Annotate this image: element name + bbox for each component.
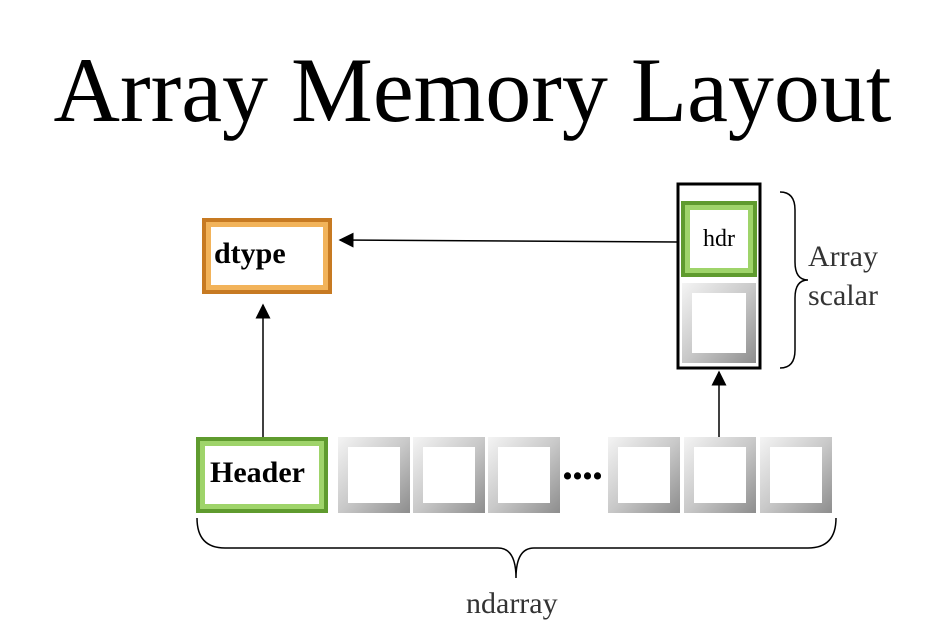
dtype-box xyxy=(202,218,332,294)
ndarray-brace xyxy=(196,517,837,579)
page-title: Array Memory Layout xyxy=(53,39,892,141)
dtype-label: dtype xyxy=(214,237,286,270)
array-scalar-container xyxy=(676,182,762,370)
hdr-box xyxy=(681,201,757,277)
ndarray-label: ndarray xyxy=(466,587,558,620)
hdr-to-dtype-arrow xyxy=(338,232,679,248)
array-cell xyxy=(488,437,560,513)
array-cell xyxy=(413,437,485,513)
array-scalar-label-line1: Array xyxy=(808,240,878,273)
hdr-label: hdr xyxy=(703,226,735,252)
array-scalar-label-line2: scalar xyxy=(808,279,878,312)
scalar-data-cell xyxy=(682,283,756,363)
array-cell xyxy=(608,437,680,513)
array-cell xyxy=(684,437,756,513)
array-cell xyxy=(338,437,410,513)
array-cell xyxy=(760,437,832,513)
header-box xyxy=(196,437,328,513)
array-scalar-brace xyxy=(779,191,809,369)
header-label: Header xyxy=(210,456,305,489)
ellipsis: .... xyxy=(562,440,603,489)
